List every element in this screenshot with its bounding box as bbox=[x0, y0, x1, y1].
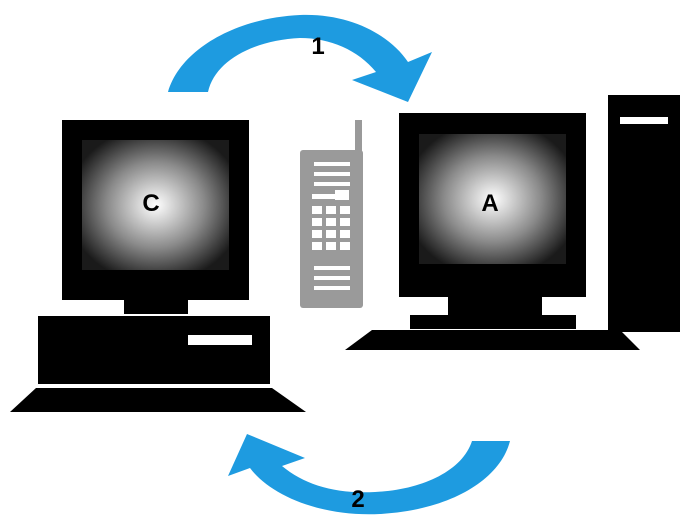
arrow-bottom-shape bbox=[228, 434, 510, 515]
mobile-phone-icon bbox=[300, 120, 363, 308]
monitor-c-neck bbox=[124, 300, 188, 314]
phone-speaker-1 bbox=[314, 162, 350, 166]
keyboard-a bbox=[345, 330, 640, 350]
step-1-label: 1 bbox=[311, 33, 324, 60]
phone-keypad bbox=[312, 206, 350, 250]
drive-slot bbox=[188, 335, 252, 345]
computer-a-label: A bbox=[481, 190, 498, 217]
monitor-a-screen bbox=[419, 134, 566, 264]
phone-mic-1 bbox=[314, 266, 350, 270]
tower-drive-slot bbox=[620, 117, 668, 124]
case-gap-left bbox=[88, 312, 124, 316]
phone-key-a bbox=[312, 194, 342, 199]
phone-key-b bbox=[335, 190, 349, 200]
curved-arrow-right-icon bbox=[168, 14, 432, 103]
case-gap-right bbox=[188, 312, 270, 316]
keyboard-c bbox=[10, 388, 306, 412]
desktop-computer-icon bbox=[10, 120, 306, 412]
computer-c-label: C bbox=[142, 190, 159, 217]
phone-speaker-3 bbox=[314, 182, 350, 186]
desktop-case bbox=[38, 318, 270, 384]
phone-mic-3 bbox=[314, 286, 350, 290]
monitor-a-stand bbox=[410, 315, 576, 329]
arrow-top-shape bbox=[168, 14, 432, 103]
curved-arrow-left-icon bbox=[228, 434, 510, 515]
tower-case bbox=[608, 95, 680, 332]
tower-computer-icon bbox=[345, 95, 680, 350]
monitor-c-screen bbox=[82, 140, 229, 270]
step-2-label: 2 bbox=[351, 486, 364, 513]
phone-mic-2 bbox=[314, 276, 350, 280]
monitor-a-neck bbox=[448, 297, 542, 317]
phone-antenna bbox=[355, 120, 362, 158]
phone-speaker-2 bbox=[314, 172, 350, 176]
